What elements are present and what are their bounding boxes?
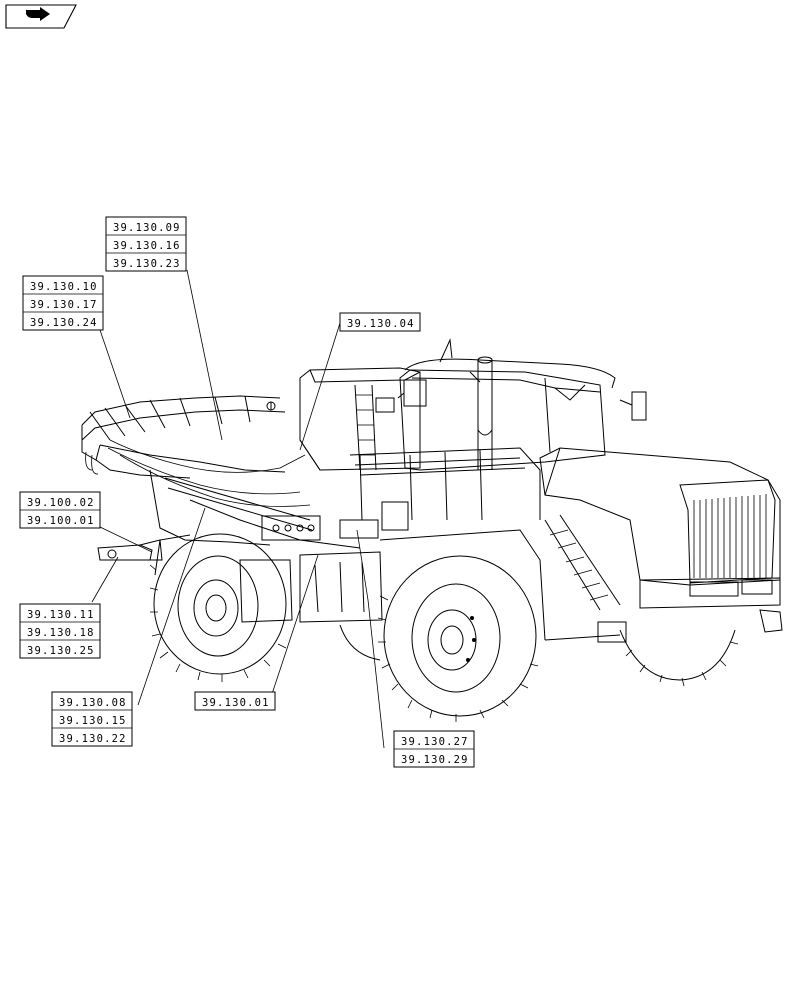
- callout-ref[interactable]: 39.100.02: [27, 497, 95, 509]
- callout-group-6: 39.130.08 39.130.15 39.130.22: [51, 691, 133, 747]
- callout-ref[interactable]: 39.130.23: [113, 258, 181, 270]
- callout-group-7: 39.130.01: [194, 691, 276, 711]
- callout-ref[interactable]: 39.130.29: [401, 754, 469, 766]
- callout-ref[interactable]: 39.130.09: [113, 222, 181, 234]
- callout-group-1: 39.130.09 39.130.16 39.130.23: [105, 216, 187, 272]
- callout-group-5: 39.130.11 39.130.18 39.130.25: [19, 603, 101, 659]
- callout-ref[interactable]: 39.130.22: [59, 733, 127, 745]
- callout-ref[interactable]: 39.130.01: [202, 697, 270, 709]
- callout-group-2: 39.130.10 39.130.17 39.130.24: [22, 275, 104, 331]
- callout-ref[interactable]: 39.130.18: [27, 627, 95, 639]
- machine-illustration: [81, 338, 783, 722]
- callout-ref[interactable]: 39.130.08: [59, 697, 127, 709]
- callout-group-8: 39.130.27 39.130.29: [393, 730, 475, 768]
- callout-ref[interactable]: 39.130.11: [27, 609, 95, 621]
- callout-group-3: 39.130.04: [339, 312, 421, 332]
- leader-lines: [91, 269, 385, 749]
- callout-ref[interactable]: 39.130.04: [347, 318, 415, 330]
- front-wheel: [149, 533, 287, 682]
- callout-ref[interactable]: 39.130.16: [113, 240, 181, 252]
- rear-wheel: [619, 629, 739, 687]
- callout-ref[interactable]: 39.130.25: [27, 645, 95, 657]
- callout-ref[interactable]: 39.130.15: [59, 715, 127, 727]
- callout-ref[interactable]: 39.130.17: [30, 299, 98, 311]
- callout-ref[interactable]: 39.100.01: [27, 515, 95, 527]
- callout-ref[interactable]: 39.130.24: [30, 317, 98, 329]
- back-arrow-icon[interactable]: [5, 4, 77, 29]
- callout-group-4: 39.100.02 39.100.01: [19, 491, 101, 529]
- callout-ref[interactable]: 39.130.10: [30, 281, 98, 293]
- callout-ref[interactable]: 39.130.27: [401, 736, 469, 748]
- mid-wheel: [377, 555, 539, 722]
